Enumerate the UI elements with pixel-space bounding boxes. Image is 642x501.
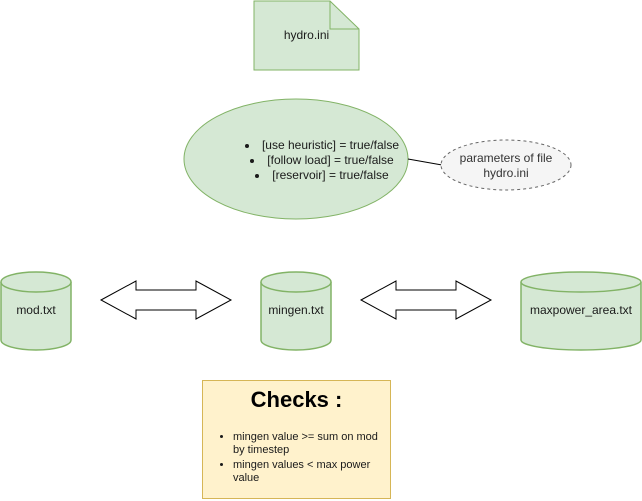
parameters-list: [use heuristic] = true/false [follow loa… (230, 138, 400, 183)
double-arrow-right (359, 280, 493, 320)
mod-cylinder (0, 271, 72, 351)
checks-title: Checks : (250, 387, 343, 412)
callout-line-2: hydro.ini (483, 166, 529, 180)
param-follow-load: [follow load] = true/false (244, 153, 400, 168)
file-label: hydro.ini (283, 28, 330, 42)
mingen-label: mingen.txt (268, 303, 324, 317)
callout-label: parameters of file hydro.ini (441, 151, 571, 181)
param-reservoir: [reservoir] = true/false (244, 168, 400, 183)
check-item-sum: mingen value >= sum on mod by timestep (233, 431, 383, 457)
check-item-max: mingen values < max power value (233, 459, 383, 485)
document-icon (253, 0, 360, 71)
mingen-cylinder (260, 271, 332, 351)
checks-list: mingen value >= sum on mod by timestep m… (215, 431, 383, 487)
document-fold (329, 1, 359, 30)
callout-line-1: parameters of file (459, 151, 553, 165)
maxpower-cylinder (520, 271, 642, 351)
mod-label: mod.txt (16, 303, 56, 317)
maxpower-label: maxpower_area.txt (529, 303, 633, 317)
callout-ellipse (440, 139, 572, 191)
checks-box: Checks : mingen value >= sum on mod by t… (202, 380, 391, 499)
double-arrow-left (99, 280, 233, 320)
callout-connector (407, 158, 443, 166)
param-use-heuristic: [use heuristic] = true/false (244, 138, 400, 153)
